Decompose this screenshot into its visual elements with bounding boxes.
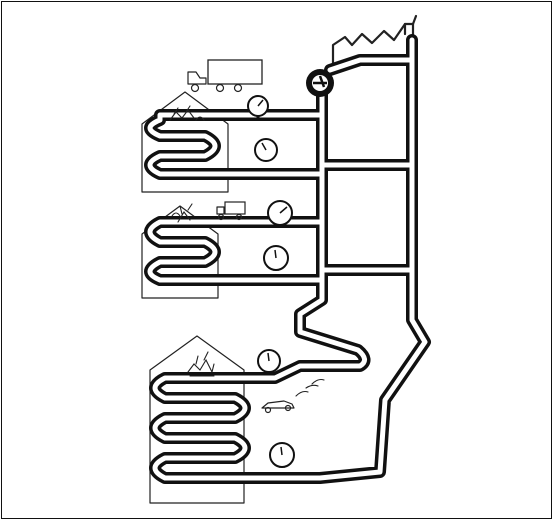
boiler-building-icon [331,14,418,69]
heat-meter-1-icon [247,95,269,118]
heat-meter-4-icon [263,245,289,271]
heat-meter-5-icon [257,349,281,373]
house-middle-people-doodle [171,203,193,223]
truck-large-icon [187,59,263,93]
heat-meter-3-icon [267,200,293,226]
pipe-network [144,34,431,484]
heat-meter-2-icon [254,138,278,162]
house-middle [141,205,219,299]
heat-meter-6-icon [269,442,295,468]
house-bottom-people-doodle [187,351,215,377]
pump-icon [306,69,334,97]
truck-small-icon [216,201,246,221]
house-top-people-doodle [169,105,205,121]
house-top [141,91,229,193]
car-icon [261,378,325,414]
